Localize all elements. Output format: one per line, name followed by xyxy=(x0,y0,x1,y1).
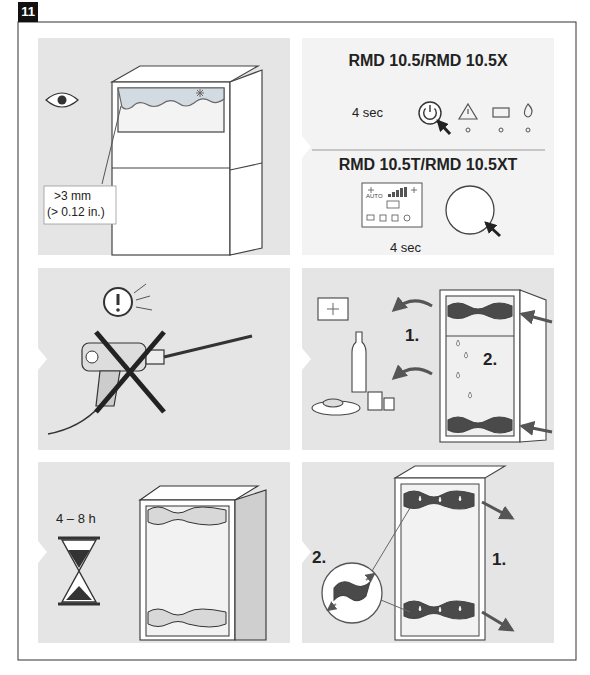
no-heat-tools xyxy=(48,284,252,434)
callout-number: 1. xyxy=(405,326,419,346)
duration-text: 4 – 8 h xyxy=(56,512,96,527)
control-panels xyxy=(312,102,545,236)
callout-number: 1. xyxy=(492,550,506,570)
model-name: RMD 10.5T/RMD 10.5XT xyxy=(339,156,518,174)
model-name: RMD 10.5/RMD 10.5X xyxy=(348,52,507,70)
fridge-ice-check xyxy=(44,66,262,255)
remove-towels xyxy=(322,466,512,640)
dimension-text: (> 0.12 in.) xyxy=(47,206,105,220)
callout-number: 2. xyxy=(483,350,497,370)
remove-food-place-towels xyxy=(312,290,552,442)
callout-number: 2. xyxy=(312,548,326,568)
outer-frame xyxy=(18,22,576,660)
display-text: AUTO xyxy=(366,193,383,200)
panel xyxy=(38,268,290,450)
step-number: 11 xyxy=(21,5,35,20)
wait-hourglass xyxy=(58,486,266,640)
duration-text: 4 sec xyxy=(390,241,421,256)
step-number-box: 11 xyxy=(18,2,38,22)
duration-text: 4 sec xyxy=(352,106,383,121)
panel: RMD 10.5/RMD 10.5X4 secRMD 10.5T/RMD 10.… xyxy=(302,38,554,255)
dimension-text: >3 mm xyxy=(54,190,91,204)
